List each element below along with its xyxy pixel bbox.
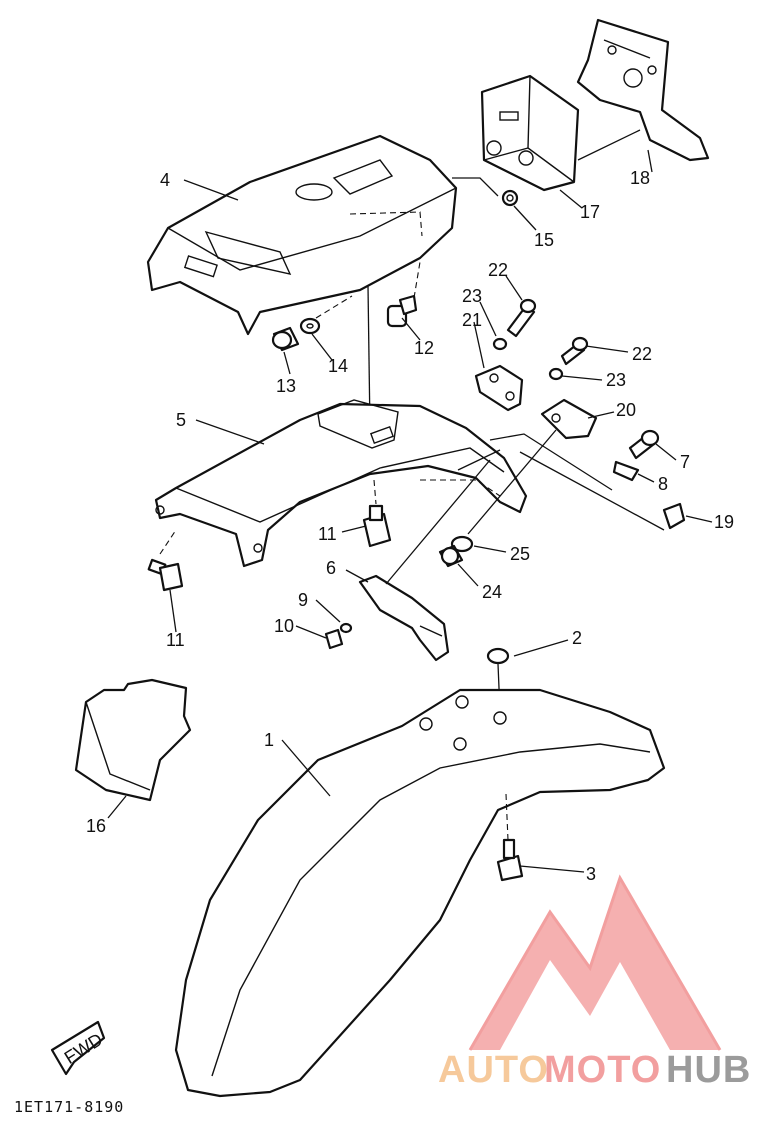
bolt-12-part — [386, 294, 418, 328]
callout-labels: 4 5 1 2 3 6 9 10 11 11 12 13 14 15 16 17… — [86, 168, 734, 884]
watermark-moto: MOTO — [544, 1049, 661, 1091]
callout-12: 12 — [414, 338, 434, 358]
callout-9: 9 — [298, 590, 308, 610]
bolt-22-lower-part — [560, 336, 589, 366]
bolt-7-part — [628, 429, 660, 460]
grommet-2-part — [486, 647, 510, 665]
license-bracket-part — [576, 18, 710, 162]
callout-22-lower: 22 — [632, 344, 652, 364]
callout-1: 1 — [264, 730, 274, 750]
bolt-11-center-part — [362, 504, 392, 548]
callout-leaders — [107, 149, 713, 873]
callout-10: 10 — [274, 616, 294, 636]
callout-23-upper: 23 — [462, 286, 482, 306]
callout-20: 20 — [616, 400, 636, 420]
washer-14-part — [299, 317, 321, 335]
callout-6: 6 — [326, 558, 336, 578]
rear-fender-1-part — [174, 688, 666, 1098]
watermark-auto: AUTO — [438, 1049, 549, 1091]
callout-15: 15 — [534, 230, 554, 250]
fwd-arrow-icon: FWD — [50, 1020, 106, 1076]
fender-upper-part — [154, 399, 528, 568]
seat-cover-part — [146, 134, 458, 336]
washer-25-part — [450, 535, 474, 553]
mud-flap-16-part — [74, 678, 192, 802]
nut-24-part — [438, 544, 464, 568]
callout-24: 24 — [482, 582, 502, 602]
bracket-6-part — [358, 574, 450, 662]
callout-21: 21 — [462, 310, 482, 330]
callout-4: 4 — [160, 170, 170, 190]
callout-5: 5 — [176, 410, 186, 430]
part-code: 1ET171-8190 — [14, 1098, 124, 1116]
callout-16: 16 — [86, 816, 106, 836]
watermark-logo: AUTO MOTO HUB — [438, 874, 751, 1091]
bolt-11-left-part — [147, 558, 184, 592]
watermark-triangle-icon — [470, 878, 720, 1050]
callout-7: 7 — [680, 452, 690, 472]
callout-11-left: 11 — [166, 630, 185, 650]
nut-15-part — [501, 189, 519, 207]
washer-8-part — [612, 460, 640, 482]
callout-8: 8 — [658, 474, 668, 494]
bracket-20-part — [540, 398, 598, 440]
bracket-21-part — [474, 364, 524, 412]
callout-22-upper: 22 — [488, 260, 508, 280]
washer-23-lower-part — [548, 367, 564, 381]
bolt-13-part — [271, 326, 300, 352]
callout-23-lower: 23 — [606, 370, 626, 390]
washer-23-upper-part — [492, 337, 508, 351]
callout-11-center: 11 — [318, 524, 337, 544]
washer-9-part — [339, 622, 353, 634]
callout-19: 19 — [714, 512, 734, 532]
watermark-hub: HUB — [666, 1049, 751, 1091]
tail-light-part — [480, 74, 580, 192]
callout-25: 25 — [510, 544, 530, 564]
nut-10-part — [324, 628, 344, 650]
bolt-3-part — [496, 838, 524, 882]
callout-2: 2 — [572, 628, 582, 648]
callout-17: 17 — [580, 202, 600, 222]
bolt-22-upper-part — [506, 298, 537, 338]
callout-13: 13 — [276, 376, 296, 396]
callout-3: 3 — [586, 864, 596, 884]
callout-18: 18 — [630, 168, 650, 188]
callout-14: 14 — [328, 356, 348, 376]
reflector-19-part — [662, 502, 686, 530]
